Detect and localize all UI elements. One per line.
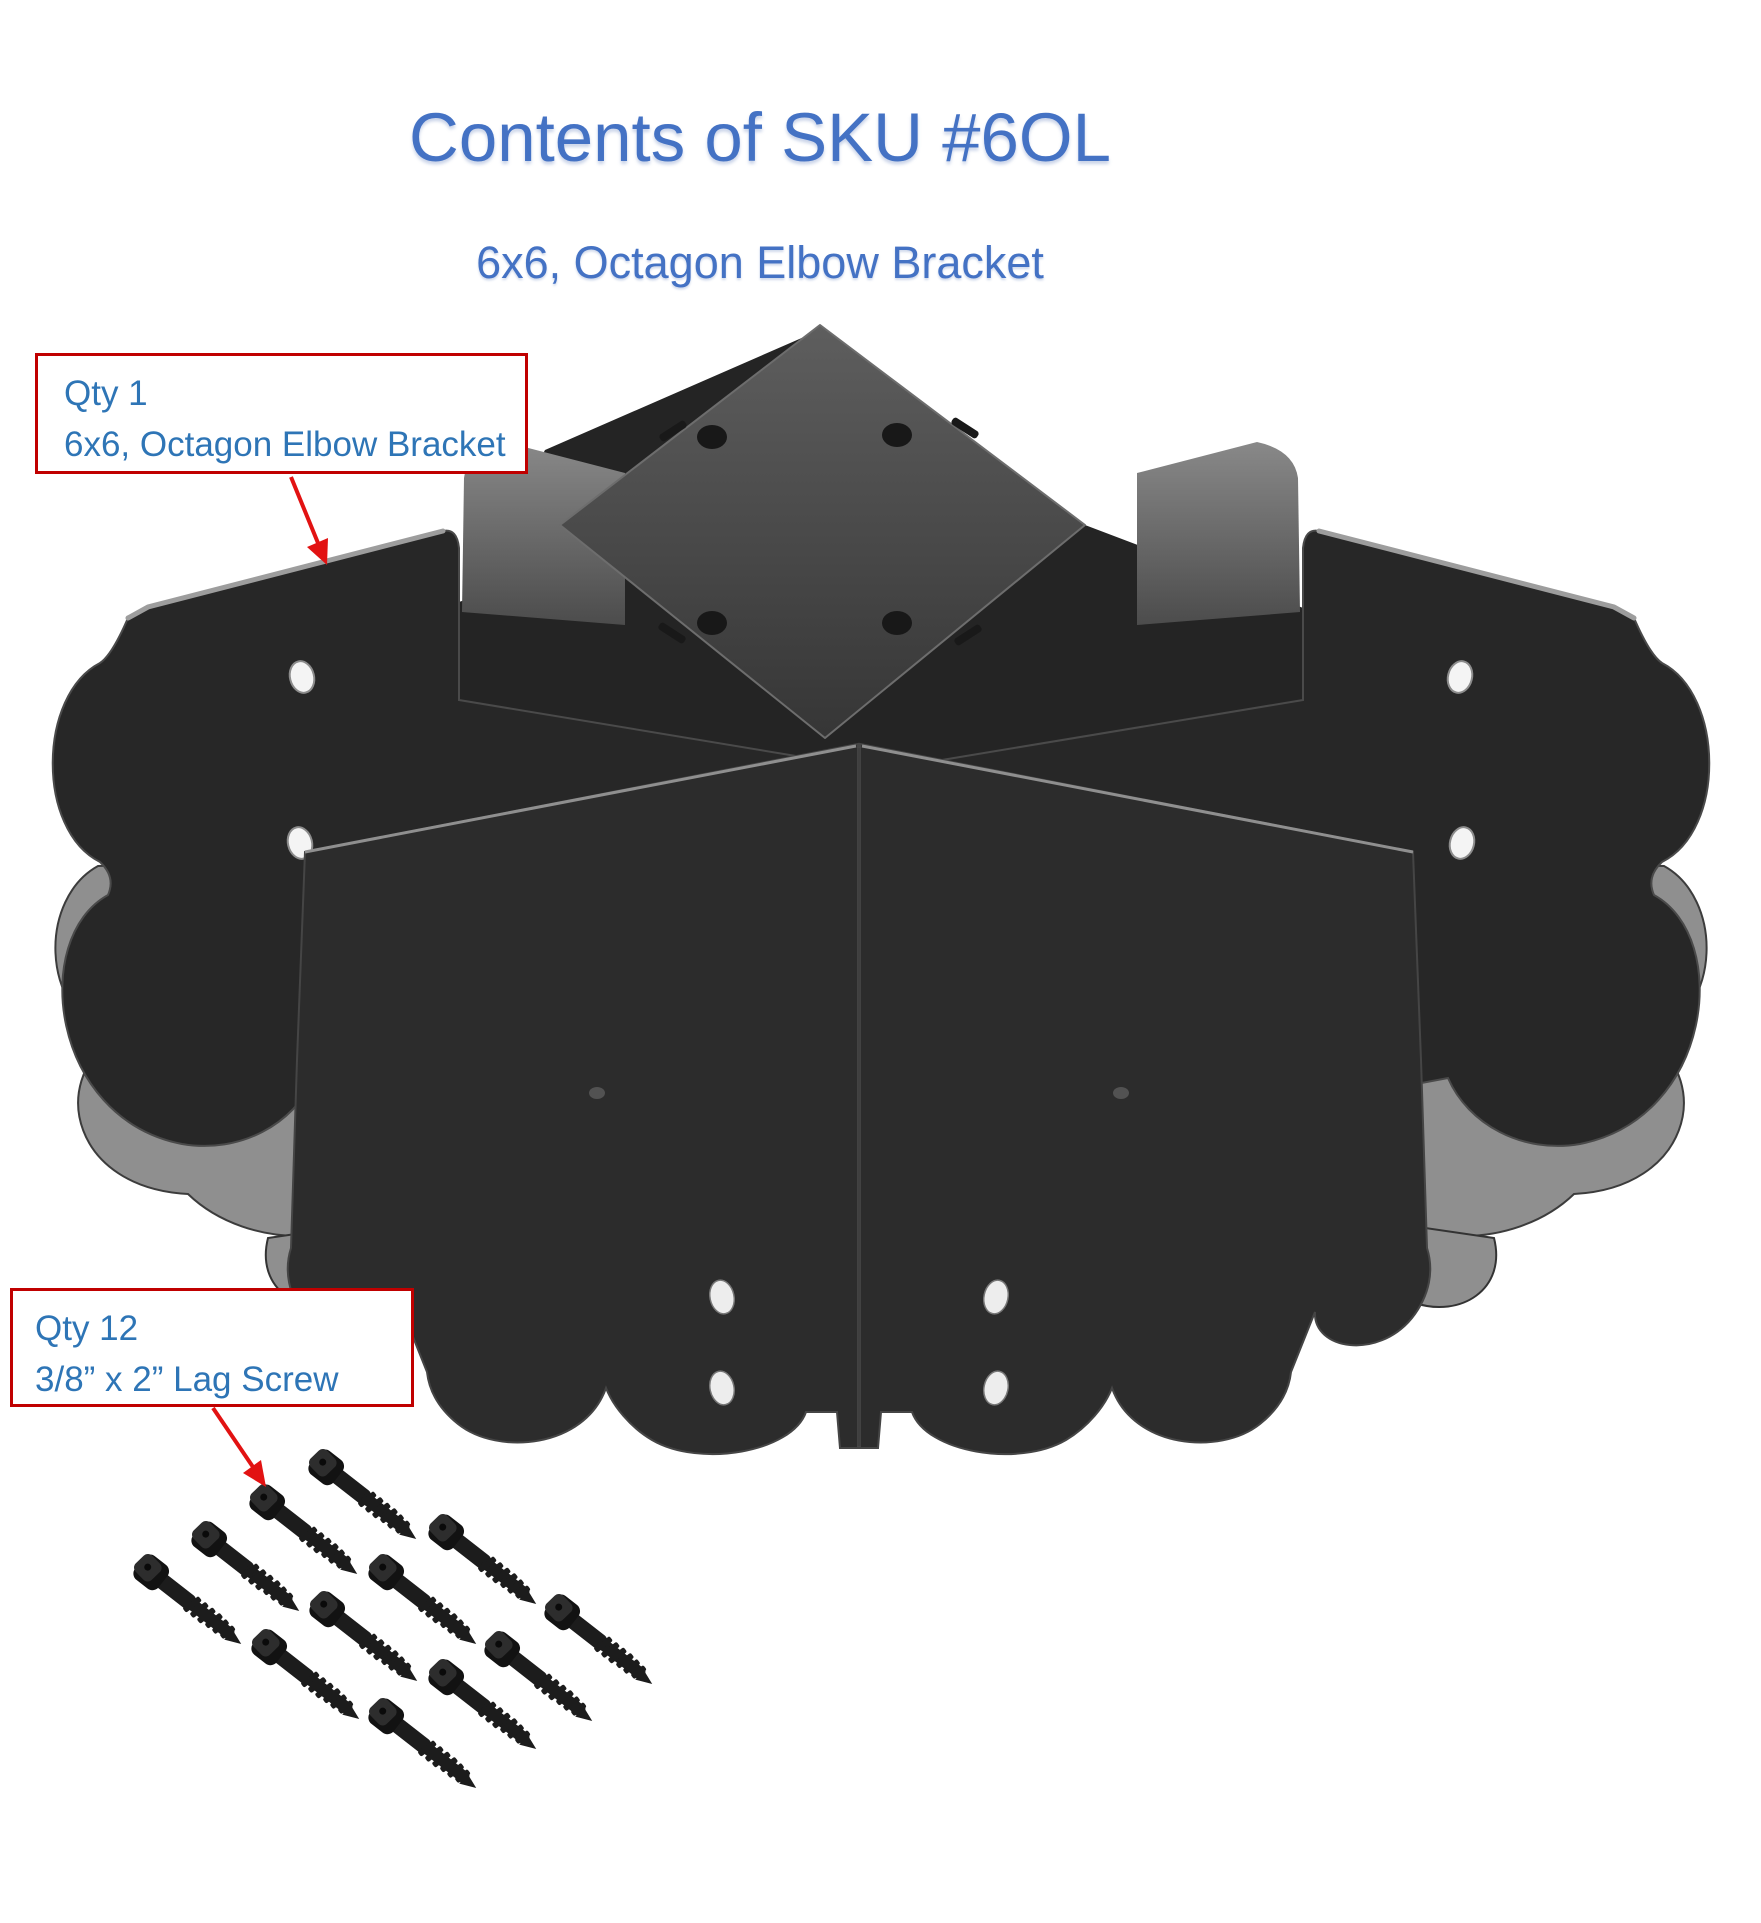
callout-arrow-bracket: [289, 476, 328, 565]
lag-screws-group: [127, 1444, 663, 1800]
callout-arrow-screws: [211, 1406, 266, 1487]
page-title: Contents of SKU #6OL: [409, 99, 1111, 176]
octagon-elbow-bracket: [53, 324, 1710, 1456]
lag-screw: [245, 1624, 370, 1731]
lag-screw: [303, 1586, 428, 1693]
callout-qty: Qty 12: [35, 1309, 139, 1348]
lag-screw: [362, 1549, 487, 1656]
page-subtitle: 6x6, Octagon Elbow Bracket: [476, 237, 1044, 288]
lag-screw: [538, 1589, 663, 1696]
bracket-top-plate: [559, 324, 1086, 739]
callout-item: 3/8” x 2” Lag Screw: [35, 1359, 339, 1399]
callout-item: 6x6, Octagon Elbow Bracket: [64, 424, 506, 464]
callout-box-screws: Qty 12 3/8” x 2” Lag Screw: [10, 1288, 414, 1407]
lag-screw: [422, 1509, 547, 1616]
bracket-lower-plate-right: [858, 742, 1432, 1456]
lag-screw: [362, 1693, 487, 1800]
lag-screw: [243, 1479, 368, 1586]
callout-qty: Qty 1: [64, 374, 148, 413]
bracket-backwall-right: [1137, 442, 1300, 625]
callout-box-bracket: Qty 1 6x6, Octagon Elbow Bracket: [35, 353, 528, 474]
